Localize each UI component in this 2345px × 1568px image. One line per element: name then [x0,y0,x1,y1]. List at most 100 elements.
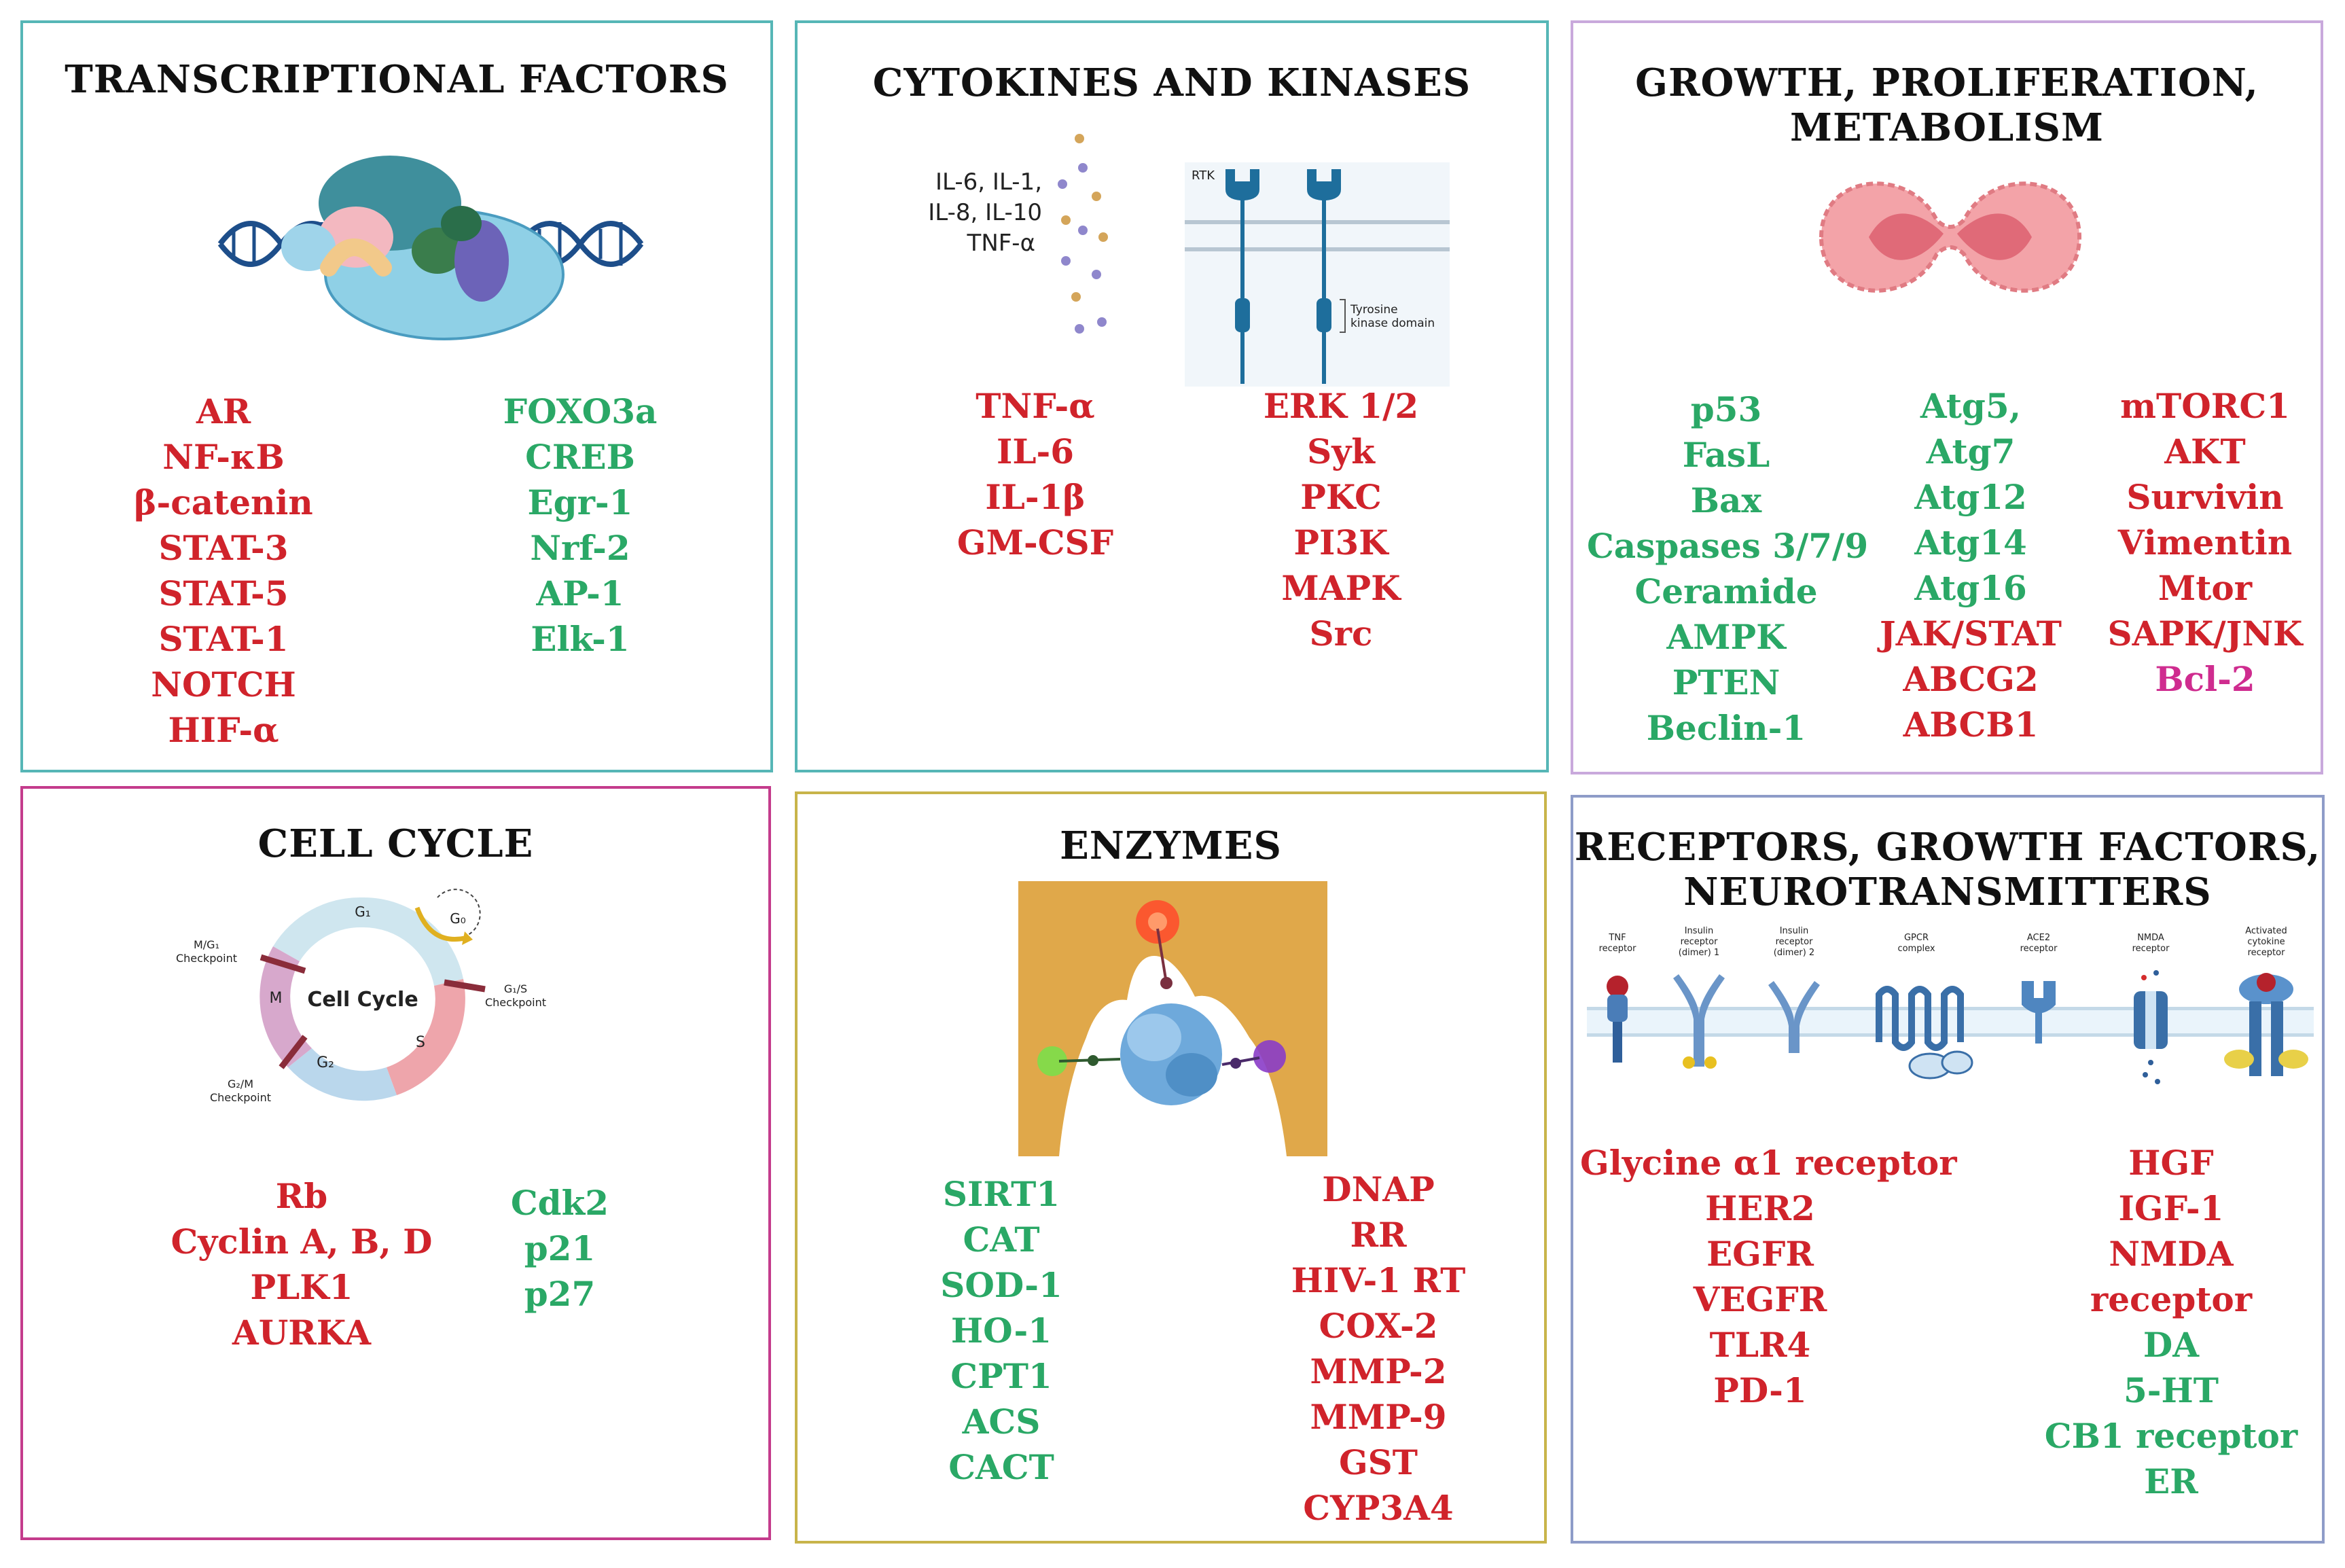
list-item: 5-HT [2124,1370,2219,1410]
rtk-label: RTK [1192,168,1215,183]
gpm-right-list: mTORC1 AKT Survivin Vimentin Mtor SAPK/J… [2096,383,2314,702]
list-item: HIF-α [168,710,279,750]
panel-growth-proliferation-metabolism: GROWTH, PROLIFERATION, METABOLISM p53 Fa… [1571,20,2323,774]
list-item: Bax [1690,480,1762,520]
list-item: HO-1 [950,1311,1052,1351]
rec-right-list: HGF IGF-1 NMDA receptor DA 5-HT CB1 rece… [2042,1140,2300,1504]
list-item: p21 [524,1228,596,1268]
list-item: ABCB1 [1903,705,2039,745]
title-line: NEUROTRANSMITTERS [1683,870,2212,914]
panel-title: RECEPTORS, GROWTH FACTORS, NEUROTRANSMIT… [1573,825,2322,914]
receptor-label-line: receptor [1681,937,1719,947]
list-item: ABCG2 [1903,659,2039,699]
dna-transcription-complex-illustration [217,156,644,340]
checkpoint-label-line: M/G₁ [194,938,219,951]
list-item: SIRT1 [942,1174,1060,1214]
cc-green-list: Cdk2 p21 p27 [471,1180,648,1317]
list-item: AP-1 [536,573,624,613]
list-item: CB1 receptor [2044,1416,2298,1456]
list-item: p53 [1690,389,1762,429]
cytokine-label-line: IL-8, IL-10 [928,199,1042,226]
list-item: Bcl-2 [2155,659,2255,699]
list-item: NOTCH [151,664,296,705]
receptor-label-line: receptor [1776,937,1814,947]
list-item: STAT-1 [158,619,289,659]
list-item: Caspases 3/7/9 [1587,526,1869,566]
cc-red-list: Rb Cyclin A, B, D PLK1 AURKA [145,1173,458,1355]
list-item: Nrf-2 [530,528,630,568]
list-item: β-catenin [134,482,313,522]
list-item: PLK1 [250,1267,353,1307]
panel-title: TRANSCRIPTIONAL FACTORS [23,57,770,102]
list-item: receptor [2090,1279,2253,1319]
receptor-label-line: Insulin [1685,927,1714,936]
list-item: Atg12 [1914,477,2027,517]
list-item: Elk-1 [531,619,630,659]
title-line: RECEPTORS, GROWTH FACTORS, [1574,825,2321,870]
enz-green-list: SIRT1 CAT SOD-1 HO-1 CPT1 ACS CACT [886,1171,1117,1490]
receptor-label-line: cytokine [2247,937,2285,947]
receptor-label-line: NMDA [2137,933,2164,943]
list-item: AR [196,391,251,431]
list-item: Beclin-1 [1646,708,1806,748]
list-item: DNAP [1322,1169,1435,1209]
phase-label-s: S [416,1034,425,1051]
panel-cell-cycle: CELL CYCLE Cell Cycle G₁ G₀ S G₂ M M/G₁ … [20,786,771,1540]
enzyme-active-site-illustration [1018,881,1327,1156]
receptor-label-line: receptor [2020,944,2058,954]
phase-label-g1: G₁ [355,904,371,920]
list-item: RR [1350,1215,1407,1255]
list-item: PKC [1300,477,1382,517]
list-item: DA [2143,1325,2200,1365]
dividing-cell-illustration [1819,181,2082,293]
rec-red-left-list: Glycine α1 receptor HER2 EGFR VEGFR TLR4… [1580,1140,1957,1413]
list-item: Atg7 [1926,431,2016,471]
list-item: CACT [948,1447,1054,1487]
title-line: CYTOKINES AND KINASES [872,60,1471,105]
list-item: Mtor [2158,568,2253,608]
panel-title: GROWTH, PROLIFERATION, METABOLISM [1573,60,2321,150]
gpm-green-list: p53 FasL Bax Caspases 3/7/9 Ceramide AMP… [1587,387,1869,751]
checkpoint-label-line: Checkpoint [176,952,237,965]
receptor-label-line: complex [1897,944,1935,954]
ck-red-right-list: ERK 1/2 Syk PKC PI3K MAPK Src [1219,383,1463,656]
list-item: CREB [525,437,635,477]
receptor-label-line: receptor [1599,944,1637,954]
panel-title: CYTOKINES AND KINASES [798,60,1546,105]
list-item: STAT-3 [158,528,289,568]
list-item: HGF [2128,1143,2214,1183]
list-item: Cyclin A, B, D [171,1222,433,1262]
ace2-receptor-shape [2022,981,2056,1044]
domain-label-line: kinase domain [1350,317,1435,330]
receptor-label-line: ACE2 [2027,933,2050,943]
list-item: p27 [524,1274,596,1314]
list-item: AURKA [232,1313,372,1353]
cytokine-dots [1058,134,1108,334]
phase-label-g2: G₂ [317,1054,334,1071]
list-item: AKT [2164,431,2246,471]
gpm-middle-list: Atg5, Atg7 Atg12 Atg14 Atg16 JAK/STAT AB… [1879,383,2062,747]
tf-red-list: AR NF-κB β-catenin STAT-3 STAT-5 STAT-1 … [111,389,336,753]
phase-label-m: M [270,990,283,1007]
list-item: Atg14 [1914,522,2027,563]
list-item: Src [1309,613,1373,654]
list-item: IL-6 [996,431,1075,471]
panel-enzymes: ENZYMES SIRT1 CAT SOD-1 HO-1 CPT1 ACS CA… [795,791,1547,1544]
cytokine-label-line: IL-6, IL-1, [935,168,1042,196]
panel-title: CELL CYCLE [23,821,768,866]
list-item: FasL [1682,435,1770,475]
list-item: PTEN [1672,662,1780,702]
list-item: JAK/STAT [1879,613,2062,654]
list-item: FOXO3a [503,391,658,431]
receptor-label-line: GPCR [1904,933,1929,943]
panel-title: ENZYMES [798,823,1544,868]
enz-red-list: DNAP RR HIV-1 RT COX-2 MMP-2 MMP-9 GST C… [1253,1166,1504,1531]
list-item: EGFR [1706,1234,1814,1274]
list-item: PI3K [1293,522,1389,563]
receptor-label-line: Activated [2245,927,2287,936]
list-item: TNF-α [975,386,1095,426]
list-item: Ceramide [1634,571,1818,611]
nmda-receptor-shape [2134,970,2168,1084]
list-item: IGF-1 [2118,1188,2224,1228]
cytokine-label-line: TNF-α [967,230,1035,257]
